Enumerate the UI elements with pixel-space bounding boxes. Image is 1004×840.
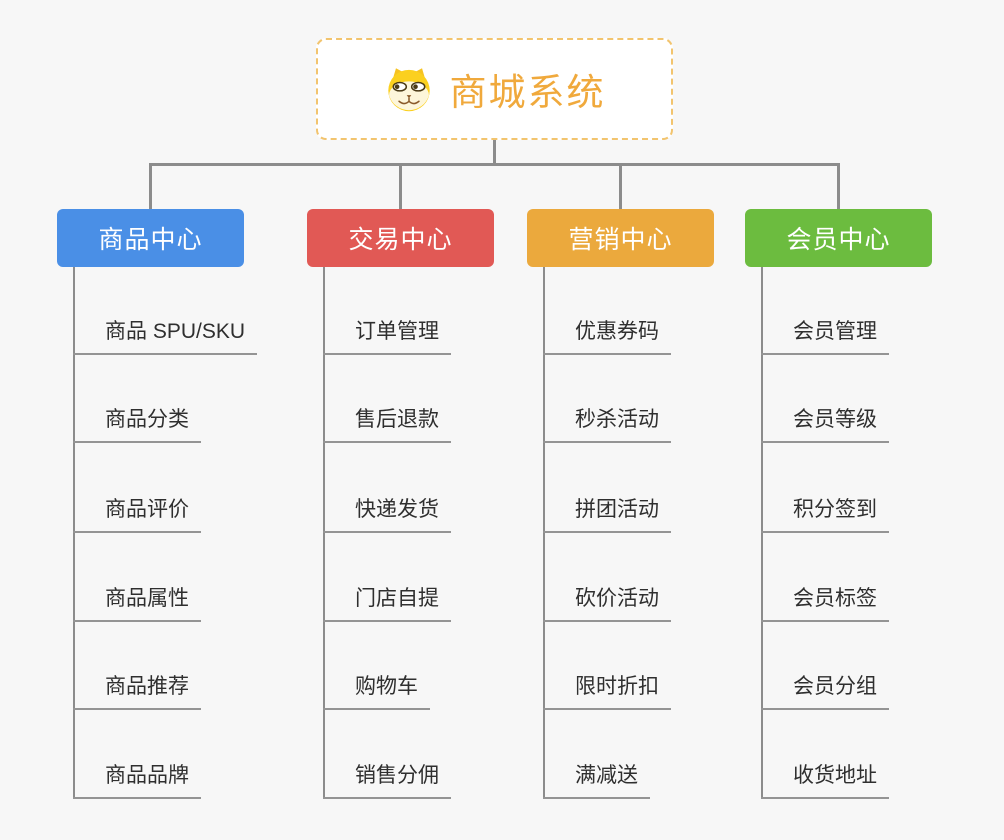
child-topic[interactable]: 商品 SPU/SKU — [73, 317, 258, 355]
branch-trunk-line — [73, 267, 75, 799]
branch-header[interactable]: 会员中心 — [745, 209, 932, 267]
child-topic[interactable]: 限时折扣 — [543, 672, 671, 710]
child-topic[interactable]: 商品品牌 — [73, 761, 201, 799]
root-drop-line — [493, 140, 496, 164]
child-topic[interactable]: 会员分组 — [761, 672, 889, 710]
branch-trunk-line — [543, 267, 545, 799]
branch-column: 会员中心 会员管理会员等级积分签到会员标签会员分组收货地址 — [745, 209, 932, 840]
branch-column: 交易中心 订单管理售后退款快递发货门店自提购物车销售分佣 — [307, 209, 494, 840]
branch-column: 营销中心 优惠券码秒杀活动拼团活动砍价活动限时折扣满减送 — [527, 209, 714, 840]
child-topic[interactable]: 商品评价 — [73, 495, 201, 533]
child-topic[interactable]: 商品推荐 — [73, 672, 201, 710]
branch-drop-line — [837, 163, 840, 209]
branch-header[interactable]: 营销中心 — [527, 209, 714, 267]
child-topic[interactable]: 拼团活动 — [543, 495, 671, 533]
branch-trunk-line — [323, 267, 325, 799]
child-topic[interactable]: 会员标签 — [761, 584, 889, 622]
child-topic[interactable]: 门店自提 — [323, 584, 451, 622]
branch-header[interactable]: 交易中心 — [307, 209, 494, 267]
child-topic[interactable]: 销售分佣 — [323, 761, 451, 799]
root-title: 商城系统 — [449, 72, 606, 113]
child-topic[interactable]: 会员管理 — [761, 317, 889, 355]
branch-column: 商品中心 商品 SPU/SKU 商品分类商品评价商品属性商品推荐商品品牌 — [57, 209, 258, 840]
branch-bus-line — [149, 163, 840, 166]
root-node[interactable]: 商城系统 — [316, 38, 673, 140]
branch-trunk-line — [761, 267, 763, 799]
branch-header[interactable]: 商品中心 — [57, 209, 244, 267]
child-topic[interactable]: 砍价活动 — [543, 584, 671, 622]
child-topic[interactable]: 会员等级 — [761, 405, 889, 443]
child-topic[interactable]: 收货地址 — [761, 761, 889, 799]
child-topic[interactable]: 秒杀活动 — [543, 405, 671, 443]
shiba-dog-icon — [387, 68, 430, 112]
child-topic[interactable]: 商品分类 — [73, 405, 201, 443]
child-topic[interactable]: 优惠券码 — [543, 317, 671, 355]
child-topic[interactable]: 积分签到 — [761, 495, 889, 533]
branch-drop-line — [619, 163, 622, 209]
child-topic[interactable]: 满减送 — [543, 761, 650, 799]
child-topic[interactable]: 售后退款 — [323, 405, 451, 443]
branch-drop-line — [399, 163, 402, 209]
child-topic[interactable]: 购物车 — [323, 672, 430, 710]
branch-drop-line — [149, 163, 152, 209]
child-topic[interactable]: 商品属性 — [73, 584, 201, 622]
child-topic[interactable]: 订单管理 — [323, 317, 451, 355]
child-topic[interactable]: 快递发货 — [323, 495, 451, 533]
